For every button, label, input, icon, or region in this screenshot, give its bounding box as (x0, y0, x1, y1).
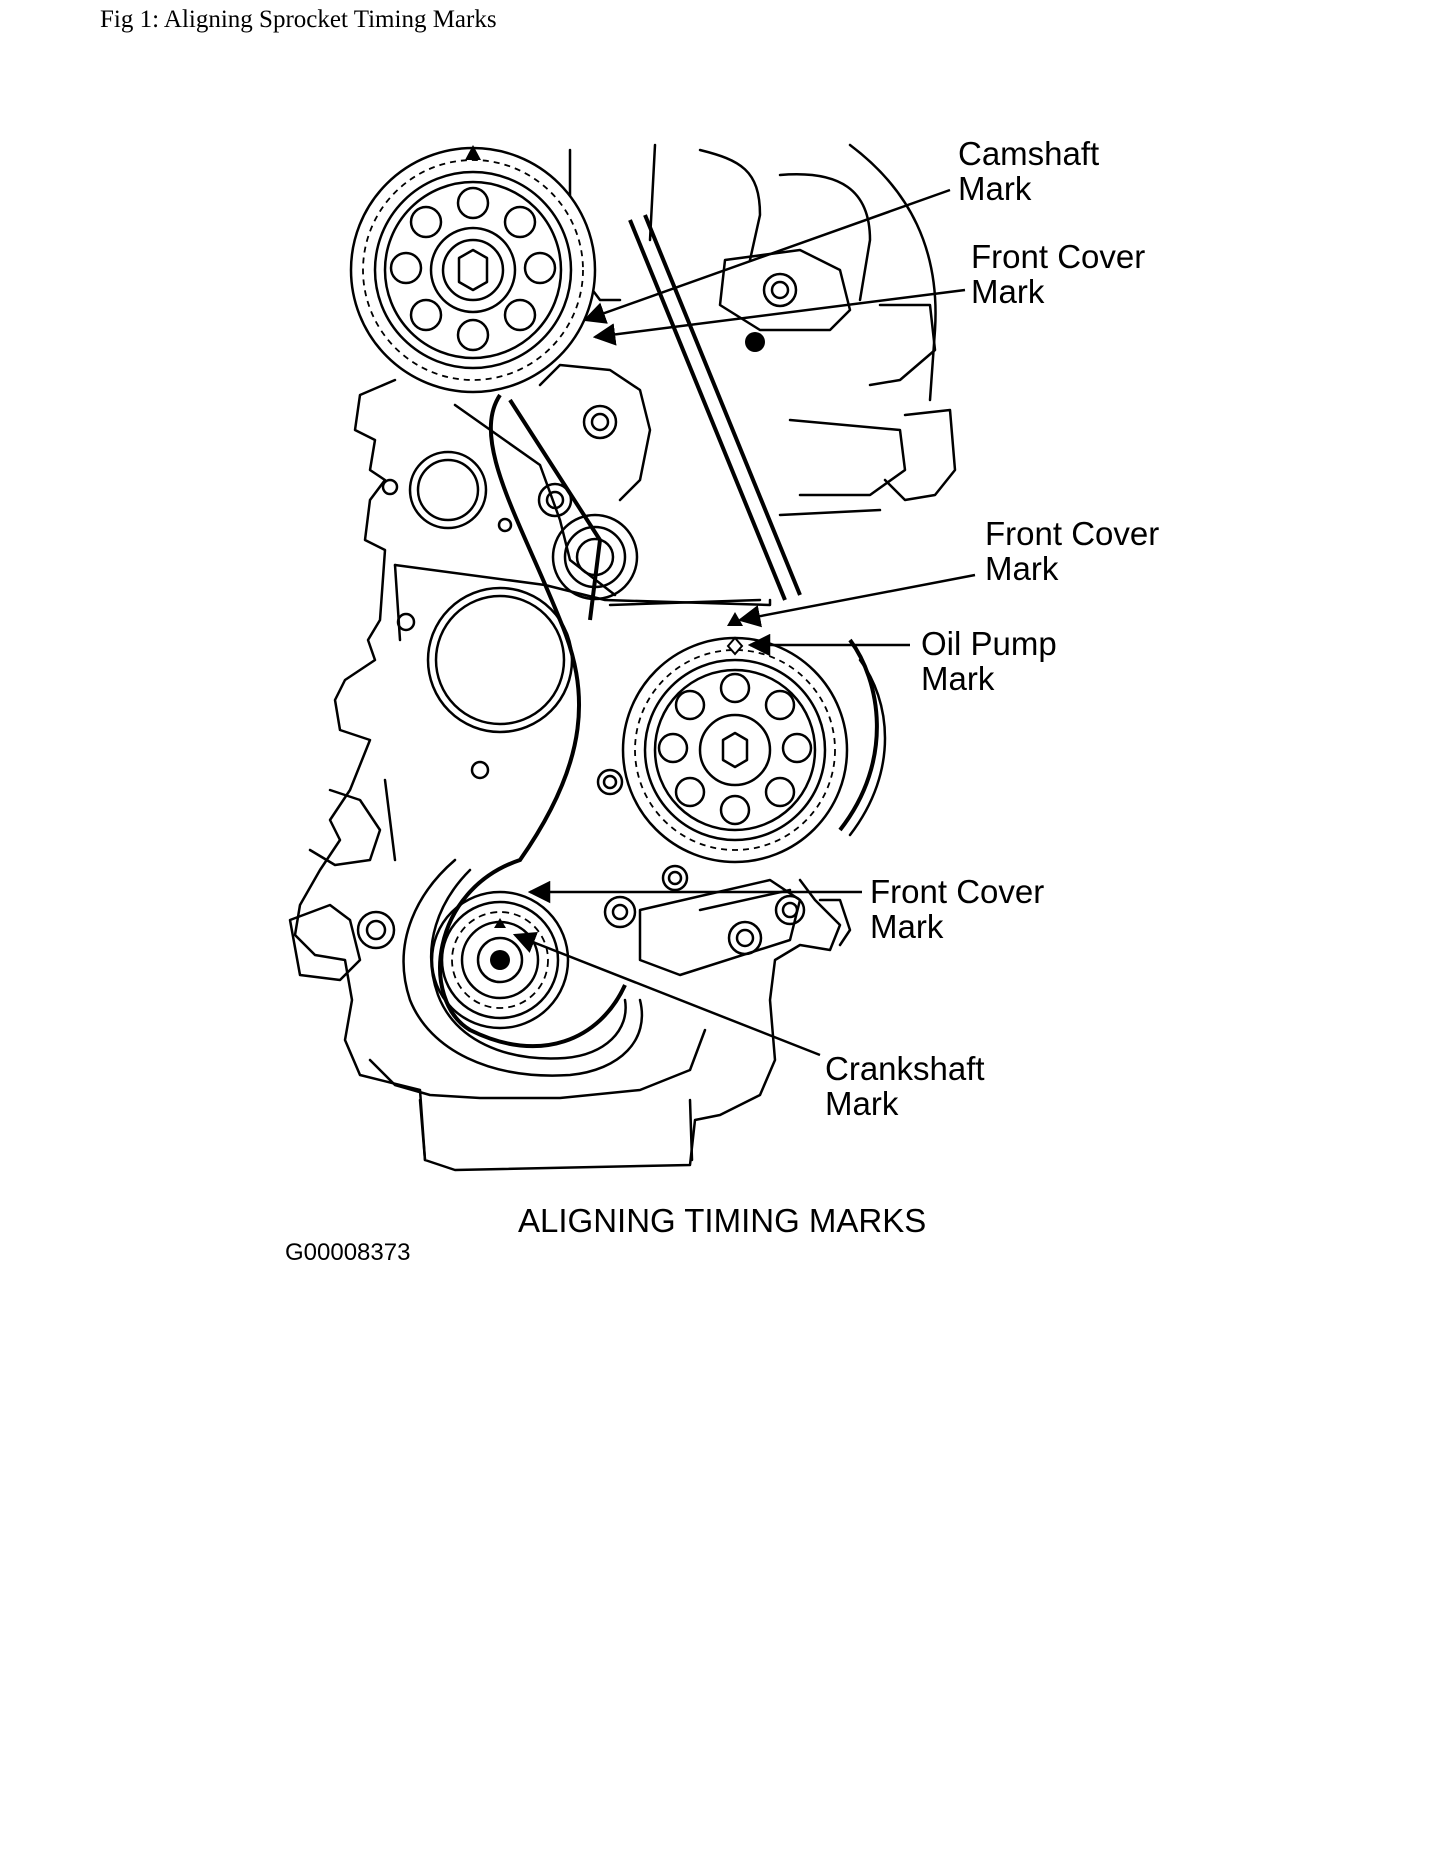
oil-pump-mark-line1: Oil Pump (921, 625, 1057, 662)
timing-belt (438, 214, 887, 1049)
front-cover-mark-top-line1: Front Cover (971, 238, 1145, 275)
callout-front-cover-mark-bottom: Front Cover Mark (870, 873, 1044, 945)
front-cover-opening (381, 450, 574, 780)
camshaft-mark-line1: Camshaft (958, 135, 1099, 172)
oil-pump-mark-line2: Mark (921, 660, 995, 697)
figure-code: G00008373 (285, 1239, 410, 1266)
front-cover-mark-top-line2: Mark (971, 273, 1045, 310)
callout-front-cover-mark-top: Front Cover Mark (971, 238, 1145, 310)
crankshaft-mark-line1: Crankshaft (825, 1050, 985, 1087)
diagram-title: ALIGNING TIMING MARKS (518, 1202, 926, 1239)
callout-crankshaft-mark: Crankshaft Mark (825, 1050, 985, 1122)
tensioner-pulley (537, 404, 639, 601)
camshaft-sprocket (349, 145, 597, 394)
callout-camshaft-mark: Camshaft Mark (958, 135, 1099, 207)
mounting-bolts (356, 272, 806, 956)
front-cover-mark-bottom-line1: Front Cover (870, 873, 1044, 910)
front-cover-mark-middle-line2: Mark (985, 550, 1059, 587)
figure-caption: Fig 1: Aligning Sprocket Timing Marks (100, 6, 497, 33)
front-cover-mark-middle-line1: Front Cover (985, 515, 1159, 552)
engine-block (288, 143, 957, 1172)
oil-pump-sprocket (621, 612, 849, 864)
front-cover-mark-bottom-line2: Mark (870, 908, 944, 945)
callout-leaders (512, 188, 976, 1057)
callout-oil-pump-mark: Oil Pump Mark (921, 625, 1057, 697)
crankshaft-sprocket (430, 890, 570, 1030)
crankshaft-mark-line2: Mark (825, 1085, 899, 1122)
camshaft-mark-line2: Mark (958, 170, 1032, 207)
callout-front-cover-mark-middle: Front Cover Mark (985, 515, 1159, 587)
